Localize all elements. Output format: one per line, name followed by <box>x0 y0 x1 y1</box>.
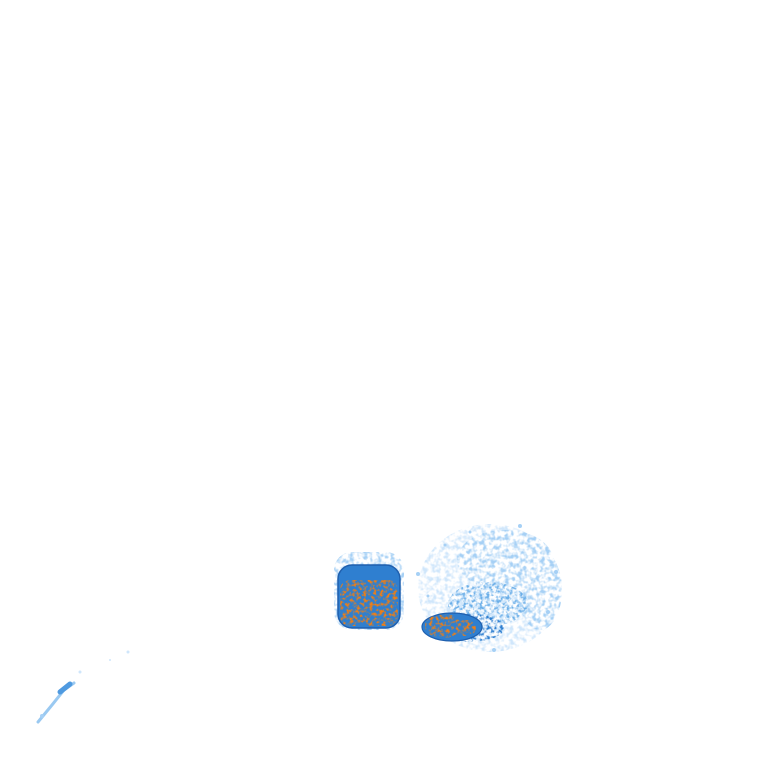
scattered-light-specks <box>416 524 558 652</box>
heavy-echo-right-core <box>425 614 476 638</box>
light-echo-streak <box>36 650 130 724</box>
heavy-echo-left-cell <box>340 580 398 626</box>
